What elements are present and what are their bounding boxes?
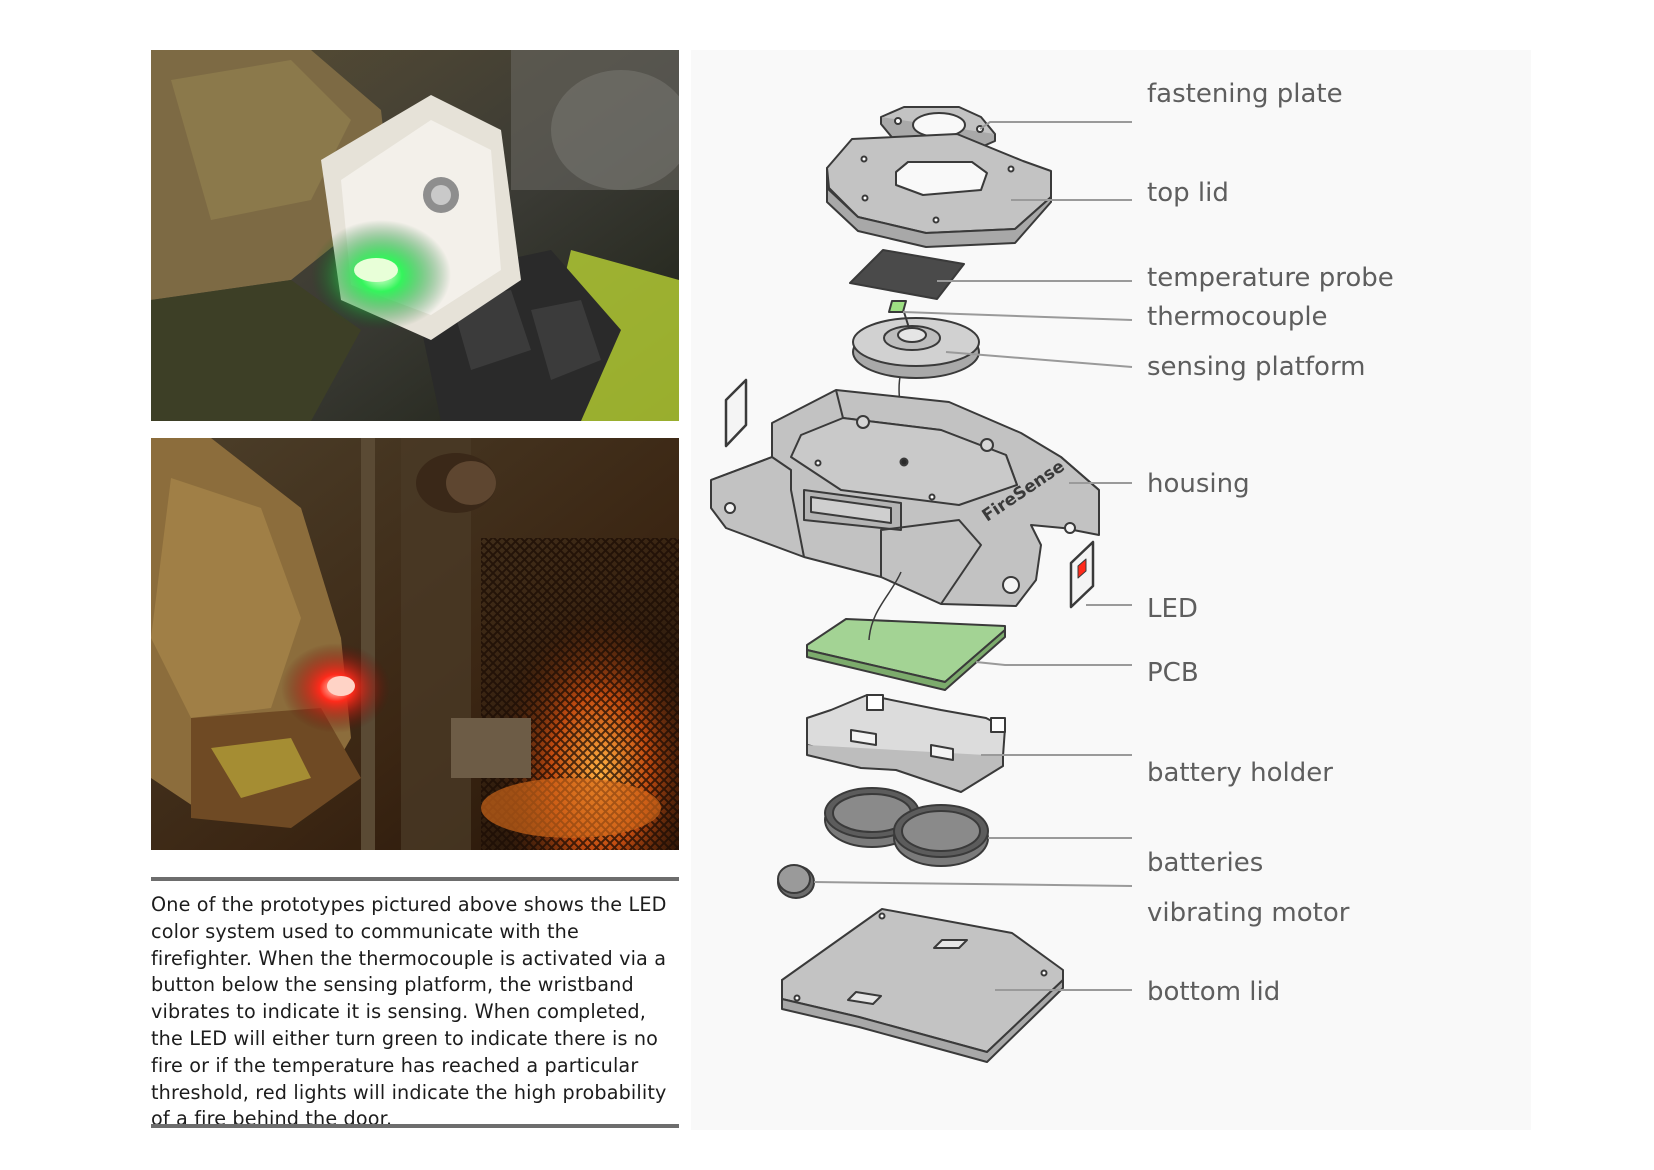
caption-top-rule <box>151 877 679 881</box>
label-top-lid: top lid <box>1147 178 1229 208</box>
top-lid-part <box>826 133 1052 248</box>
temperature-probe-part <box>849 249 965 300</box>
thermocouple-part <box>888 300 907 313</box>
label-bottom-lid: bottom lid <box>1147 977 1281 1007</box>
sensing-platform-part <box>852 311 980 451</box>
label-led: LED <box>1147 594 1198 624</box>
label-temperature-probe: temperature probe <box>1147 263 1394 293</box>
label-battery-holder: battery holder <box>1147 758 1333 788</box>
label-housing: housing <box>1147 469 1250 499</box>
label-batteries: batteries <box>1147 848 1264 878</box>
prototype-red-led-photo <box>151 438 679 850</box>
vibrating-motor-part <box>777 864 815 899</box>
label-vibrating-motor: vibrating motor <box>1147 898 1350 928</box>
pcb-part <box>806 571 1006 691</box>
label-thermocouple: thermocouple <box>1147 302 1328 332</box>
prototype-green-led-photo <box>151 50 679 421</box>
caption-text: One of the prototypes pictured above sho… <box>151 893 667 1131</box>
exploded-view-diagram: FireSense fastening plate top lid temper… <box>691 50 1531 1130</box>
housing-part <box>710 389 1100 607</box>
led-part <box>1069 540 1095 609</box>
leader-lines <box>813 121 1133 991</box>
bottom-lid-part <box>781 908 1064 1063</box>
side-window-part <box>724 378 748 448</box>
batteries-part <box>824 787 989 867</box>
label-pcb: PCB <box>1147 658 1199 688</box>
battery-holder-part <box>806 694 1006 793</box>
label-fastening-plate: fastening plate <box>1147 79 1343 109</box>
label-sensing-platform: sensing platform <box>1147 352 1366 382</box>
caption-bottom-rule <box>151 1124 679 1128</box>
